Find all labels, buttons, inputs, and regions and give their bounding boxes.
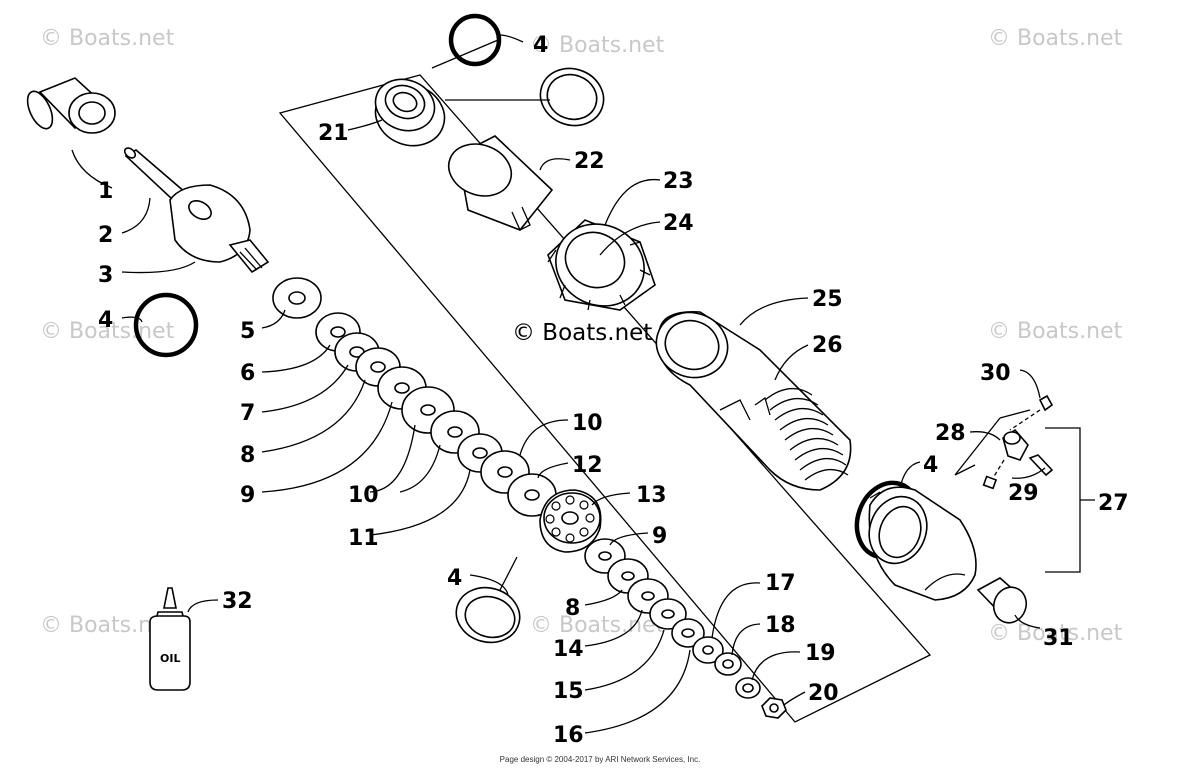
callouts: 1 2 3 4 4 4 4 5 6 7 8 8 9 9 10 10 11 12 … — [98, 33, 1129, 748]
callout-32: 32 — [222, 589, 253, 614]
callout-10-left: 10 — [348, 483, 379, 508]
bracket-27 — [1045, 427, 1095, 573]
watermark-center: © Boats.net — [512, 320, 652, 346]
callout-10-right: 10 — [572, 411, 603, 436]
callout-22: 22 — [574, 149, 605, 174]
watermark-top-center: © Boats.net — [530, 33, 665, 58]
callout-4-right: 4 — [923, 453, 938, 478]
callout-6: 6 — [240, 361, 255, 386]
oil-bottle-label: OIL — [160, 652, 180, 665]
watermark-mid-left: © Boats.net — [40, 319, 175, 344]
part-21-piston — [374, 78, 446, 147]
callout-28: 28 — [935, 421, 966, 446]
part-2-3-shaft-eye — [123, 147, 270, 274]
callout-7: 7 — [240, 401, 255, 426]
leader-lines — [71, 34, 1046, 734]
watermark-bottom-center: © Boats.net — [530, 613, 665, 638]
callout-19: 19 — [805, 641, 836, 666]
part-31-bushing — [976, 577, 1028, 624]
callout-2: 2 — [98, 223, 113, 248]
callout-31: 31 — [1043, 626, 1074, 651]
callout-30: 30 — [980, 361, 1011, 386]
callout-16: 16 — [553, 723, 584, 748]
watermark-mid-right: © Boats.net — [988, 319, 1123, 344]
callout-24: 24 — [663, 211, 694, 236]
callout-4-top: 4 — [533, 33, 548, 58]
watermark-top-left: © Boats.net — [40, 26, 175, 51]
callout-29: 29 — [1008, 481, 1039, 506]
shim-stack-lower — [584, 538, 761, 699]
callout-4-bottom: 4 — [447, 566, 462, 591]
callout-26: 26 — [812, 333, 843, 358]
callout-1: 1 — [98, 179, 113, 204]
callout-23: 23 — [663, 169, 694, 194]
part-5-washer — [272, 277, 322, 319]
callout-13: 13 — [636, 483, 667, 508]
part-1-bushing — [26, 77, 116, 134]
callout-5: 5 — [240, 319, 255, 344]
part-25-26-body — [655, 311, 852, 491]
part-28-30-valve — [982, 394, 1054, 490]
callout-11: 11 — [348, 526, 379, 551]
part-13-valve-piston — [539, 489, 602, 553]
part-20-nut — [761, 697, 787, 719]
callout-20: 20 — [808, 681, 839, 706]
callout-9-lower: 9 — [652, 524, 667, 549]
watermark-bottom-right: © Boats.net — [988, 621, 1123, 646]
part-4-band-top — [539, 67, 605, 127]
callout-21: 21 — [318, 121, 349, 146]
callout-8: 8 — [240, 443, 255, 468]
part-4-band-bottom — [455, 586, 521, 644]
callout-25: 25 — [812, 287, 843, 312]
part-23-24-nut — [547, 219, 656, 311]
part-4-oring-left — [133, 292, 199, 358]
assembly-frame — [278, 74, 932, 723]
callout-15: 15 — [553, 679, 584, 704]
part-4-oring-top — [448, 13, 502, 67]
callout-12: 12 — [572, 453, 603, 478]
callout-8-lower: 8 — [565, 596, 580, 621]
watermark-top-right: © Boats.net — [988, 26, 1123, 51]
footer-copyright: Page design © 2004-2017 by ARI Network S… — [499, 755, 701, 764]
callout-3: 3 — [98, 263, 113, 288]
part-22-sleeve — [447, 135, 554, 231]
callout-27: 27 — [1098, 491, 1129, 516]
callout-9: 9 — [240, 483, 255, 508]
callout-17: 17 — [765, 571, 796, 596]
callout-18: 18 — [765, 613, 796, 638]
bracket-28 — [954, 409, 1031, 476]
callout-4-left: 4 — [98, 308, 113, 333]
part-reservoir-end — [868, 486, 977, 601]
callout-14: 14 — [553, 637, 584, 662]
part-32-oil-bottle: OIL — [149, 587, 191, 691]
